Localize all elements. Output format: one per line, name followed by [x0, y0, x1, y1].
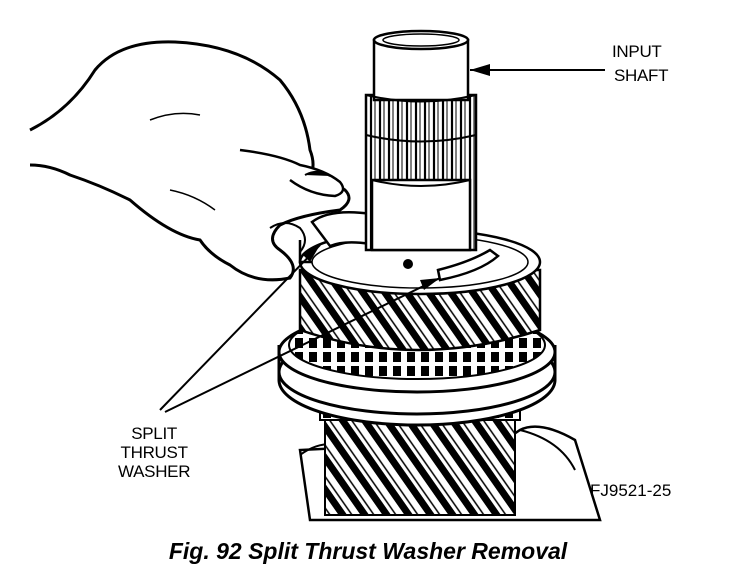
figure-caption: Fig. 92 Split Thrust Washer Removal: [168, 538, 568, 564]
transmission-illustration: [29, 29, 605, 522]
input-shaft: [364, 29, 478, 252]
split-thrust-washer-label: SPLIT THRUST WASHER: [118, 424, 191, 481]
hand: [29, 40, 351, 282]
input-shaft-label-line2: SHAFT: [614, 66, 669, 85]
figure-id: FJ9521-25: [590, 481, 672, 500]
input-shaft-label-line1: INPUT: [612, 42, 662, 61]
leader-lines: [159, 64, 605, 413]
split-thrust-washer: [310, 211, 500, 282]
